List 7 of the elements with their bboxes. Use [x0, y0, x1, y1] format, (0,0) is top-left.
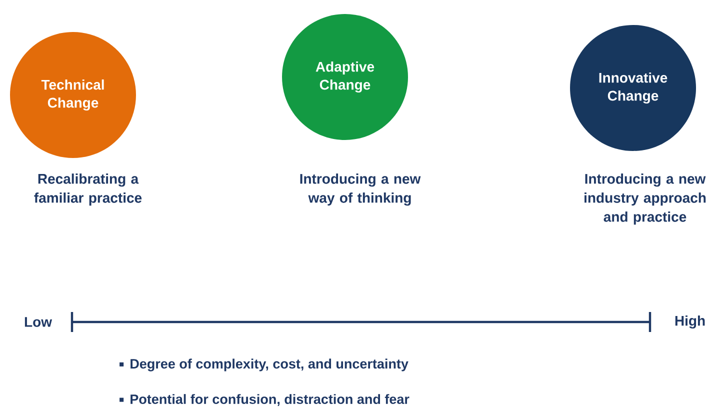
- description-text: Introducing a new industry approach and practice: [584, 174, 706, 225]
- description-text: Introducing a new way of thinking: [300, 174, 421, 206]
- bullet-item: Degree of complexity, cost, and uncertainty: [120, 358, 408, 372]
- scale-label: High: [675, 315, 705, 329]
- description-text: Recalibrating a familiar practice: [34, 174, 142, 206]
- scale-label: Low: [24, 317, 52, 327]
- bullet-item: Potential for confusion, distraction and fear: [120, 394, 410, 406]
